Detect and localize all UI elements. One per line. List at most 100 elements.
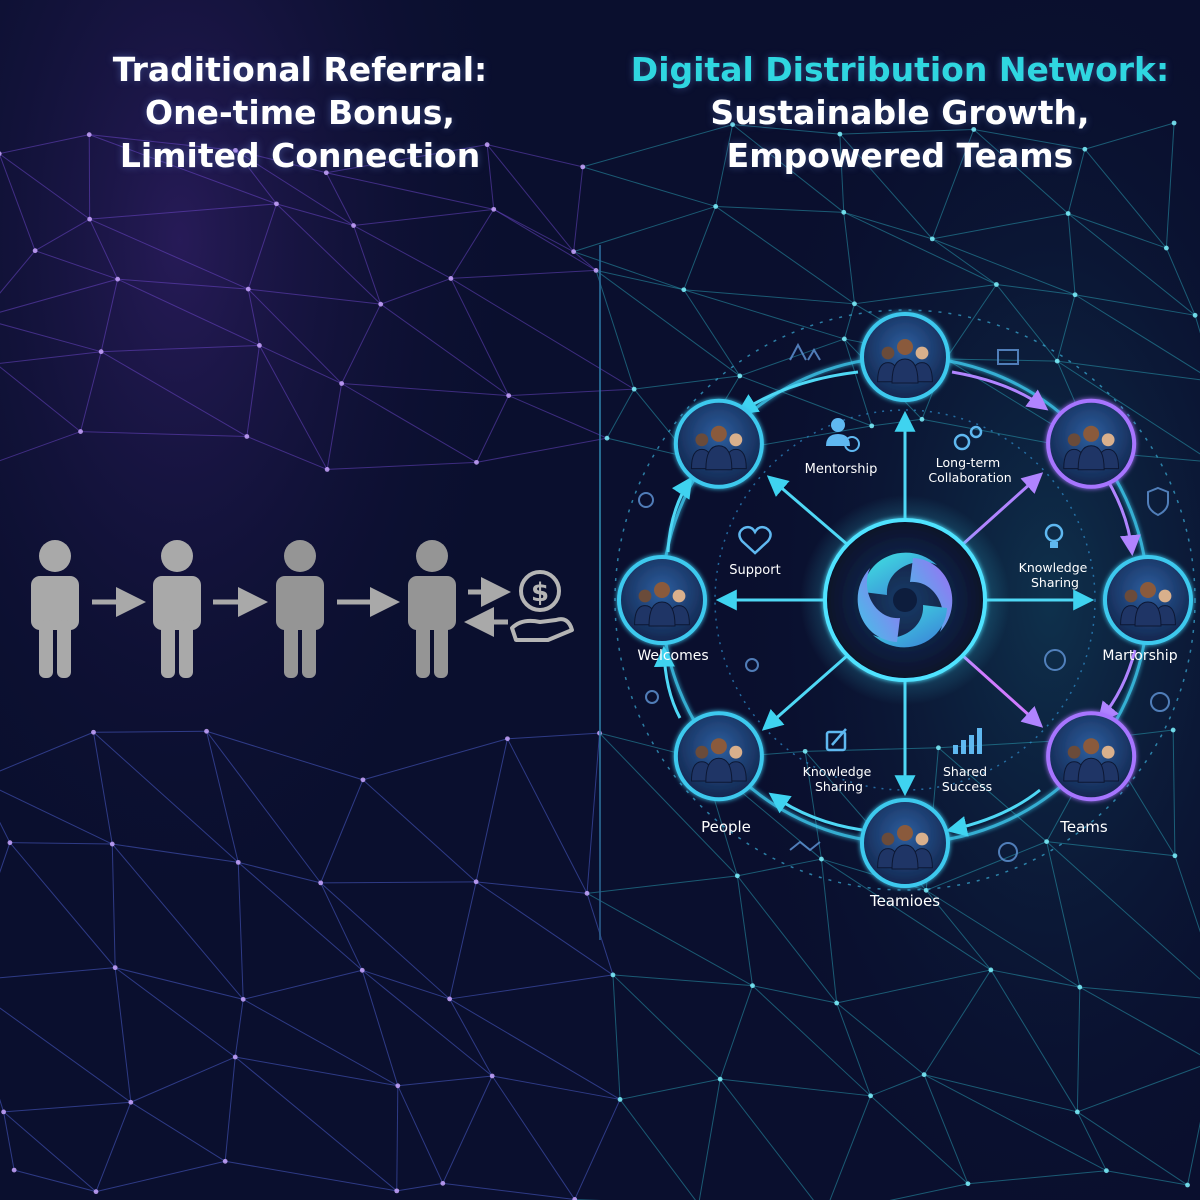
person-head [881, 832, 895, 846]
person-head [710, 425, 727, 442]
mesh-node [717, 1076, 723, 1082]
mesh-node [474, 459, 479, 465]
svg-text:Long-term Collaboratio: Long-term Collaboration [928, 455, 1011, 485]
mesh-line [93, 731, 239, 863]
mesh-line [507, 732, 600, 740]
mesh-line [1076, 1111, 1107, 1171]
person-suit [891, 358, 919, 384]
mesh-line [95, 1102, 132, 1192]
mesh-node [505, 736, 510, 742]
person-suit [1077, 445, 1105, 471]
mesh-line [3, 1111, 15, 1171]
mesh-line [606, 388, 635, 439]
mesh-line [3, 1111, 97, 1193]
mesh-line [353, 208, 494, 227]
gears-icon [953, 425, 983, 451]
person-head [1083, 425, 1100, 442]
mesh-line [1079, 986, 1200, 1056]
mesh-line [752, 985, 871, 1097]
mesh-line [938, 747, 1047, 842]
mesh-node [841, 209, 847, 215]
mesh-node [232, 1054, 238, 1060]
mesh-node [222, 1158, 228, 1164]
mesh-line [508, 395, 608, 439]
group-icon [745, 658, 759, 672]
person-head [915, 346, 929, 360]
mesh-node [965, 1181, 971, 1187]
mesh-line [246, 345, 260, 437]
node-top-left [673, 398, 764, 489]
node-label-bottom: Teamioes [869, 892, 940, 910]
mesh-line [586, 733, 601, 894]
mesh-line [1046, 841, 1175, 857]
mesh-line [247, 288, 342, 384]
right-headline-accent: Digital Distribution Network: [630, 50, 1170, 89]
mesh-line [843, 211, 997, 285]
mesh-line [89, 134, 277, 205]
mesh-line [34, 218, 90, 252]
mesh-line [34, 250, 118, 280]
mesh-node [852, 301, 857, 307]
person-suit [648, 601, 676, 627]
mesh-line [973, 128, 1085, 150]
mesh-line [276, 203, 382, 305]
dollar-icon [1044, 649, 1066, 671]
mesh-line [101, 344, 260, 353]
mesh-line [924, 1074, 1078, 1113]
mesh-node [359, 967, 365, 973]
node-label-bottom-left: People [701, 818, 751, 836]
mesh-line [259, 344, 342, 384]
mesh-line [93, 732, 113, 845]
mesh-node [32, 248, 38, 254]
mesh-line [89, 218, 119, 280]
mesh-node [734, 873, 740, 879]
mesh-node [86, 132, 92, 138]
mesh-line [839, 133, 933, 240]
mesh-node [681, 287, 687, 293]
mesh-line [234, 999, 244, 1058]
mesh-node [11, 1167, 17, 1173]
mesh-node [447, 996, 453, 1002]
left-headline-line-1: Traditional Referral: [112, 50, 488, 89]
ring-arrow-top-right [951, 370, 1049, 411]
mesh-node [994, 282, 999, 287]
mesh-node [713, 204, 719, 209]
lightbulb-icon [1044, 523, 1064, 548]
mesh-node [1072, 292, 1078, 298]
panel-divider [599, 245, 601, 940]
right-headline: Digital Distribution Network: Sustainabl… [610, 48, 1190, 177]
mesh-line [1084, 148, 1167, 249]
mesh-line [475, 881, 614, 976]
person-head [695, 433, 709, 447]
mesh-line [843, 303, 855, 340]
mesh-node [869, 423, 875, 429]
mesh-node [929, 236, 935, 242]
mesh-node [318, 880, 324, 886]
mesh-line [115, 967, 244, 1000]
mesh-line [493, 208, 597, 271]
mesh-line [1084, 122, 1175, 150]
mesh-line [945, 284, 997, 360]
mesh-line [235, 150, 277, 205]
mesh-line [574, 1099, 621, 1200]
mesh-line [595, 270, 741, 377]
node-right [1103, 555, 1193, 645]
mesh-line [612, 974, 753, 987]
mesh-line [9, 842, 116, 968]
mesh-node [93, 1189, 99, 1195]
label-knowledge-sharing-right: Knowledge Sharing [1019, 523, 1088, 590]
mesh-line [341, 383, 509, 397]
mesh-node [440, 1180, 446, 1186]
person-head [1067, 433, 1081, 447]
person-head [1083, 738, 1100, 755]
mesh-line [114, 967, 132, 1103]
mesh-line [396, 1085, 399, 1191]
mesh-line [450, 269, 597, 279]
person-head [915, 832, 929, 846]
ring-arrow-top-left [736, 370, 859, 415]
person-suit [1134, 601, 1162, 627]
central-hub [800, 495, 1010, 705]
mesh-line [967, 1170, 1107, 1185]
label-knowledge-sharing-bottom: Knowledge Sharing [803, 728, 872, 794]
mesh-line [320, 882, 363, 971]
